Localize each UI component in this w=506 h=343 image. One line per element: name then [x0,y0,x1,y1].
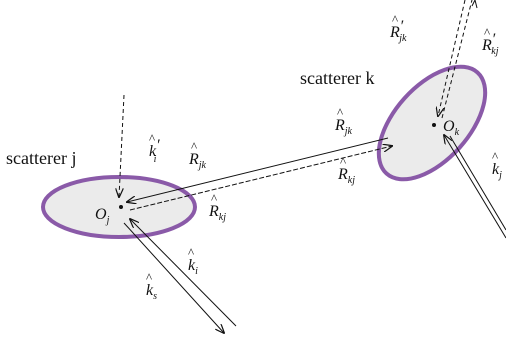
scattered-wave-ks-arrow [123,222,224,333]
svg-text:Rjk: Rjk [188,151,207,171]
svg-text:^: ^ [149,131,155,146]
svg-text:Rkj: Rkj [337,166,355,186]
svg-text:^: ^ [484,25,490,40]
incident-wave-ki-prime-arrow [119,94,125,197]
origin-k-label: Ok [443,118,460,138]
scatterer-j-caption: scatterer j [6,148,76,168]
Rkj-arrow [129,146,392,211]
incident-wave-ki-arrow [130,219,237,327]
scatterer-k-caption: scatterer k [300,68,374,88]
svg-text:R′jk: R′jk [389,18,407,44]
svg-text:^: ^ [146,270,152,285]
svg-text:^: ^ [392,12,398,27]
svg-text:^: ^ [211,191,217,206]
Rjk-prime-label: ^ R′jk [389,12,407,44]
svg-text:kj: kj [492,161,502,181]
svg-text:^: ^ [337,105,343,120]
svg-text:ks: ks [146,282,157,302]
origin-j-label: Oj [95,206,110,226]
Rjk-top-label: ^ Rjk [334,105,353,137]
Rkj-bottom-label: ^ Rkj [337,154,355,186]
svg-text:^: ^ [340,154,346,169]
incident-wave-kj-arrow [444,135,506,239]
Rjk-left-label: ^ Rjk [188,139,207,171]
Rkj-prime-arrow [441,0,473,119]
Rjk-prime-arrow [438,0,466,116]
svg-text:^: ^ [191,139,197,154]
ks-label: ^ ks [146,270,157,302]
Rkj-prime-label: ^ R′kj [481,25,499,57]
svg-text:k′i: k′i [149,137,160,165]
svg-text:R′kj: R′kj [481,31,499,57]
ki-label: ^ ki [188,245,198,277]
origin-j-dot [119,205,123,209]
kj-right-label: ^ kj [492,149,502,181]
svg-text:^: ^ [492,149,498,164]
svg-text:ki: ki [188,257,198,277]
incident-wave-kj-second-line [449,135,506,231]
svg-text:Rkj: Rkj [208,203,226,223]
svg-text:Rjk: Rjk [334,117,353,137]
scatterer-k-ellipse [376,64,488,182]
Rkj-left-label: ^ Rkj [208,191,226,223]
origin-k-dot [432,123,436,127]
svg-text:^: ^ [188,245,194,260]
ki-prime-label: ^ k′i [149,131,160,165]
Rjk-arrow [127,137,389,202]
